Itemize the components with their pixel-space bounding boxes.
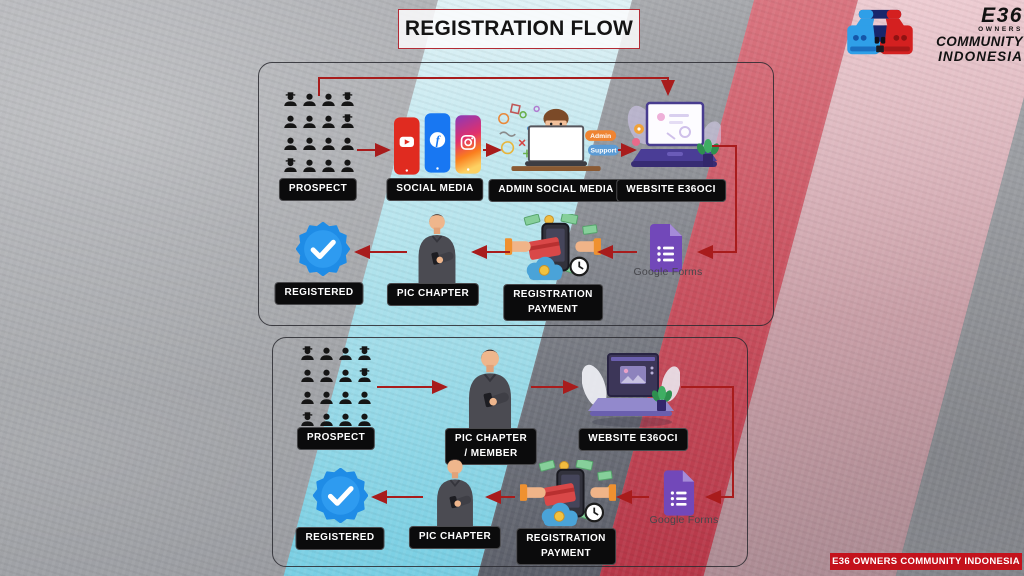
- payment-hands-icon-bottom: [520, 460, 616, 530]
- brand-indonesia: INDONESIA: [938, 48, 1023, 64]
- prospect-crowd-icon-bottom: [300, 346, 374, 430]
- social-media-phones-icon: f: [394, 113, 481, 175]
- prospect-crowd-icon: [283, 92, 357, 176]
- payment-hands-icon-top: [505, 214, 601, 284]
- brand-owners: OWNERS: [978, 25, 1023, 33]
- pic-chapter-member-person-icon: [457, 346, 523, 428]
- facebook-phone-icon: f: [424, 113, 451, 173]
- brand-e36: E36: [981, 3, 1023, 27]
- payment-line2: PAYMENT: [527, 303, 579, 315]
- label-website-top: WEBSITE E36OCI: [616, 179, 726, 202]
- label-registration-payment-top: REGISTRATION PAYMENT: [503, 284, 603, 321]
- label-pic-chapter-member: PIC CHAPTER / MEMBER: [444, 428, 538, 465]
- website-laptop-icon-bottom: [582, 352, 680, 430]
- google-forms-icon-top: [648, 224, 684, 272]
- label-pic-chapter-bottom: PIC CHAPTER: [408, 526, 502, 549]
- instagram-phone-icon: [455, 115, 481, 174]
- top-flow-container: [258, 62, 774, 326]
- google-forms-caption-top: Google Forms: [633, 266, 703, 278]
- label-website-bottom: WEBSITE E36OCI: [578, 428, 688, 451]
- label-prospect-bottom: PROSPECT: [296, 427, 376, 450]
- footer-bar: E36 OWNERS COMMUNITY INDONESIA: [830, 553, 1022, 570]
- pic-chapter-person-icon-bottom: [427, 456, 483, 526]
- registration-line1: REGISTRATION: [513, 289, 593, 300]
- youtube-phone-icon: [394, 117, 420, 175]
- bottom-flow-container: [272, 337, 748, 567]
- e36-car-logo-icon: [845, 8, 915, 60]
- page-title: REGISTRATION FLOW: [404, 17, 634, 40]
- footer-text: E36 OWNERS COMMUNITY INDONESIA: [832, 556, 1020, 567]
- payment-line2: PAYMENT: [540, 547, 592, 559]
- brand-logo: E36 OWNERS COMMUNITY INDONESIA: [845, 4, 1023, 64]
- brand-community: COMMUNITY: [936, 34, 1023, 50]
- label-pic-chapter-top: PIC CHAPTER: [386, 283, 480, 306]
- website-laptop-icon-top: [627, 99, 721, 179]
- label-prospect-top: PROSPECT: [278, 178, 358, 201]
- google-forms-icon-bottom: [662, 470, 696, 516]
- label-admin-social-media: ADMIN SOCIAL MEDIA: [488, 179, 624, 202]
- support-pill: Support: [591, 148, 618, 155]
- pic-chapter-person-icon-top: [408, 211, 466, 283]
- verified-badge-icon-bottom: [313, 468, 368, 523]
- pic-chapter-line1: PIC CHAPTER: [454, 433, 528, 444]
- title-box: REGISTRATION FLOW: [398, 9, 640, 49]
- verified-badge-icon-top: [296, 222, 350, 276]
- label-social-media: SOCIAL MEDIA: [386, 178, 484, 201]
- admin-laptop-icon: Admin Support: [498, 103, 620, 171]
- admin-pill: Admin: [590, 133, 611, 140]
- registration-line1: REGISTRATION: [526, 533, 606, 544]
- label-registered-top: REGISTERED: [274, 282, 364, 305]
- brand-logo-text: E36 OWNERS COMMUNITY INDONESIA: [920, 5, 1023, 64]
- label-registered-bottom: REGISTERED: [295, 527, 385, 550]
- label-registration-payment-bottom: REGISTRATION PAYMENT: [516, 528, 616, 565]
- google-forms-caption-bottom: Google Forms: [649, 514, 719, 526]
- member-line2: / MEMBER: [464, 447, 518, 459]
- svg-text:f: f: [436, 133, 442, 147]
